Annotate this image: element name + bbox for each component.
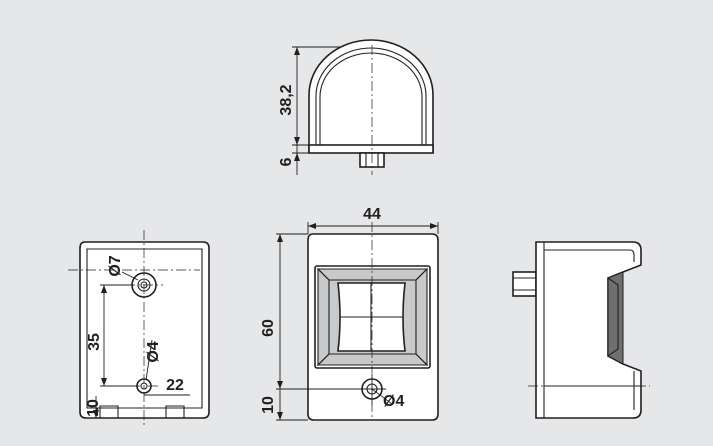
top-view-base xyxy=(308,144,434,154)
dim-front-bottom: 10 xyxy=(260,396,277,414)
dim-top-base: 6 xyxy=(278,157,295,166)
dim-back-offset: 22 xyxy=(166,377,184,394)
side-view-pin xyxy=(512,271,537,297)
top-view: 38,2 6 xyxy=(278,39,434,175)
top-view-arch-inner xyxy=(319,52,423,145)
top-view-arch xyxy=(308,39,434,153)
side-view xyxy=(512,241,650,419)
dim-front-height: 60 xyxy=(260,319,277,337)
dim-front-width: 44 xyxy=(363,206,381,223)
dim-back-spacing: 35 xyxy=(86,333,103,351)
dim-back-hole-small: Ø4 xyxy=(145,341,162,362)
dim-back-bottom: 10 xyxy=(85,399,102,417)
back-view-body xyxy=(79,241,210,419)
dim-front-hole: Ø4 xyxy=(383,393,404,410)
dim-back-hole-large: Ø7 xyxy=(107,255,124,276)
back-view: Ø7 35 Ø4 22 10 xyxy=(68,230,210,425)
front-view: Ø4 44 60 10 xyxy=(260,206,439,421)
dim-top-height: 38,2 xyxy=(278,84,295,115)
side-view-body xyxy=(535,241,642,419)
